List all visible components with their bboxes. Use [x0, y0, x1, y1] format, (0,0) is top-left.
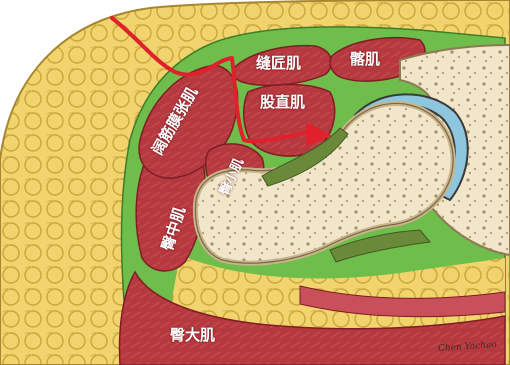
label-gluteus-maximus: 臀大肌: [170, 328, 215, 343]
label-iliacus: 髂肌: [350, 52, 380, 67]
label-rectus-femoris: 股直肌: [260, 95, 305, 110]
label-sartorius: 缝匠肌: [256, 56, 301, 71]
